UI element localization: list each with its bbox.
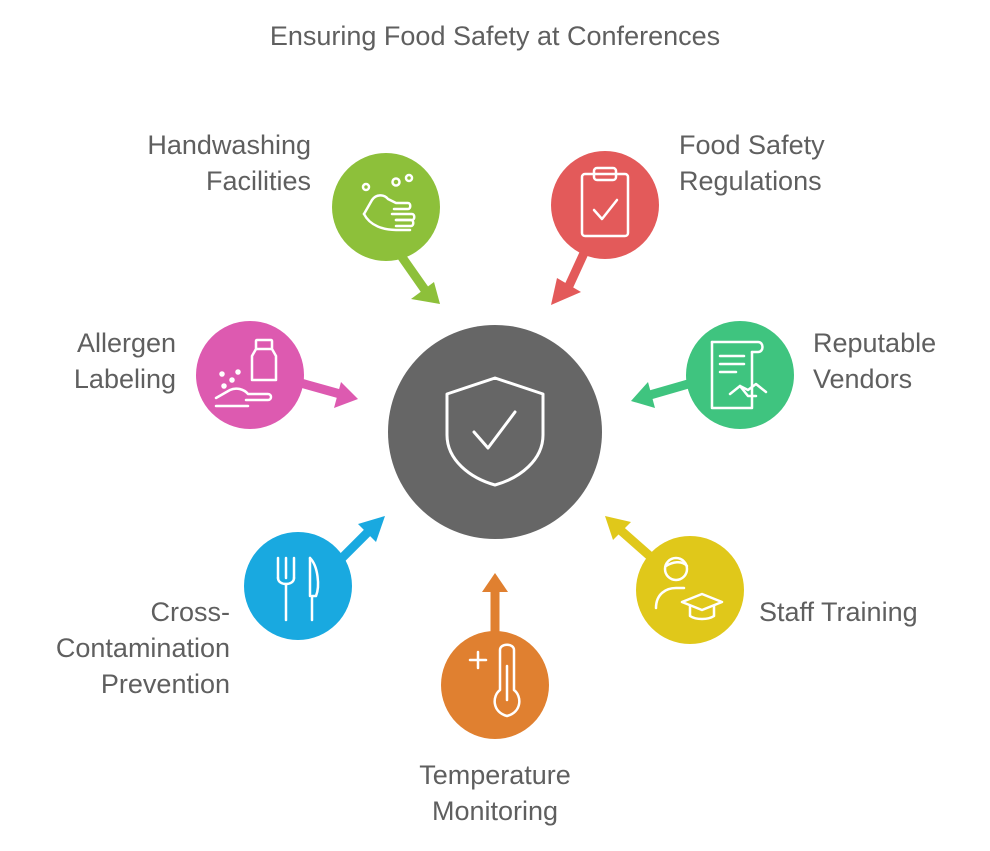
clipboard-check-icon (580, 166, 630, 238)
label-line: Monitoring (431, 796, 559, 826)
graduate-person-icon (654, 556, 724, 621)
center-node (388, 325, 602, 539)
label-line: Temperature (419, 760, 571, 790)
regulations-circle (551, 151, 659, 259)
allergen-bottle-icon (214, 338, 278, 408)
label-line: Allergen (76, 328, 176, 358)
vendors-circle (686, 321, 794, 429)
contract-handshake-icon (710, 340, 768, 410)
node-cross-contamination (244, 532, 352, 640)
node-vendors (686, 321, 794, 429)
node-staff-training (636, 536, 744, 644)
label-handwashing: Handwashing Facilities (147, 127, 311, 199)
label-line: Food Safety (679, 130, 825, 160)
allergen-circle (196, 321, 304, 429)
label-line: Reputable (813, 328, 937, 358)
label-line: Contamination (55, 633, 230, 663)
handwashing-circle (332, 153, 440, 261)
label-staff-training: Staff Training (759, 594, 918, 630)
label-line: Vendors (813, 364, 913, 394)
label-line: Regulations (679, 166, 822, 196)
node-regulations (551, 151, 659, 259)
label-temperature: Temperature Monitoring (345, 757, 645, 829)
label-regulations: Food Safety Regulations (679, 127, 825, 199)
label-allergen: Allergen Labeling (74, 325, 176, 397)
label-line: Labeling (73, 364, 176, 394)
cross-contamination-circle (244, 532, 352, 640)
fork-knife-icon (276, 556, 320, 622)
label-line: Handwashing (147, 130, 311, 160)
label-line: Facilities (205, 166, 311, 196)
label-cross-contamination: Cross- Contamination Prevention (56, 594, 230, 702)
label-line: Staff Training (759, 597, 918, 627)
center-circle (388, 325, 602, 539)
arrow-vendors (631, 377, 697, 408)
label-line: Prevention (100, 669, 230, 699)
thermometer-icon (468, 643, 521, 718)
staff-training-circle (636, 536, 744, 644)
node-handwashing (332, 153, 440, 261)
label-line: Cross- (150, 597, 231, 627)
node-temperature (441, 631, 549, 739)
arrow-temperature (482, 573, 508, 640)
shield-check-icon (445, 376, 545, 487)
label-vendors: Reputable Vendors (813, 325, 936, 397)
temperature-circle (441, 631, 549, 739)
node-allergen (196, 321, 304, 429)
diagram-title: Ensuring Food Safety at Conferences (269, 21, 721, 51)
handwashing-icon (361, 173, 416, 232)
